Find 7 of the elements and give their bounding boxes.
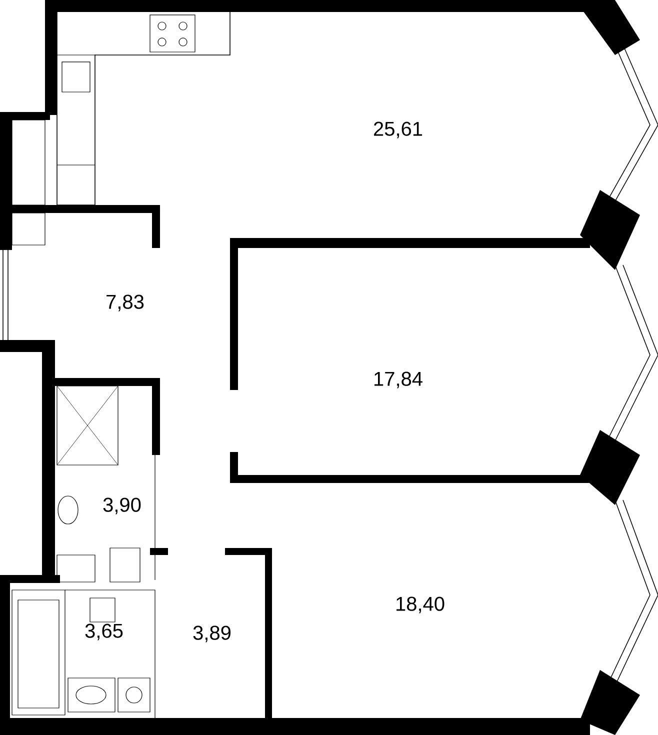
room-area-label: 25,61 bbox=[374, 122, 422, 138]
room-area-label: 3,89 bbox=[193, 626, 231, 642]
room-area-label: 3,90 bbox=[103, 498, 141, 514]
room-area-label: 3,65 bbox=[85, 624, 123, 640]
room-area-label: 18,40 bbox=[396, 596, 444, 614]
room-area-label: 7,83 bbox=[106, 294, 144, 312]
room-area-label: 17,84 bbox=[374, 372, 422, 388]
